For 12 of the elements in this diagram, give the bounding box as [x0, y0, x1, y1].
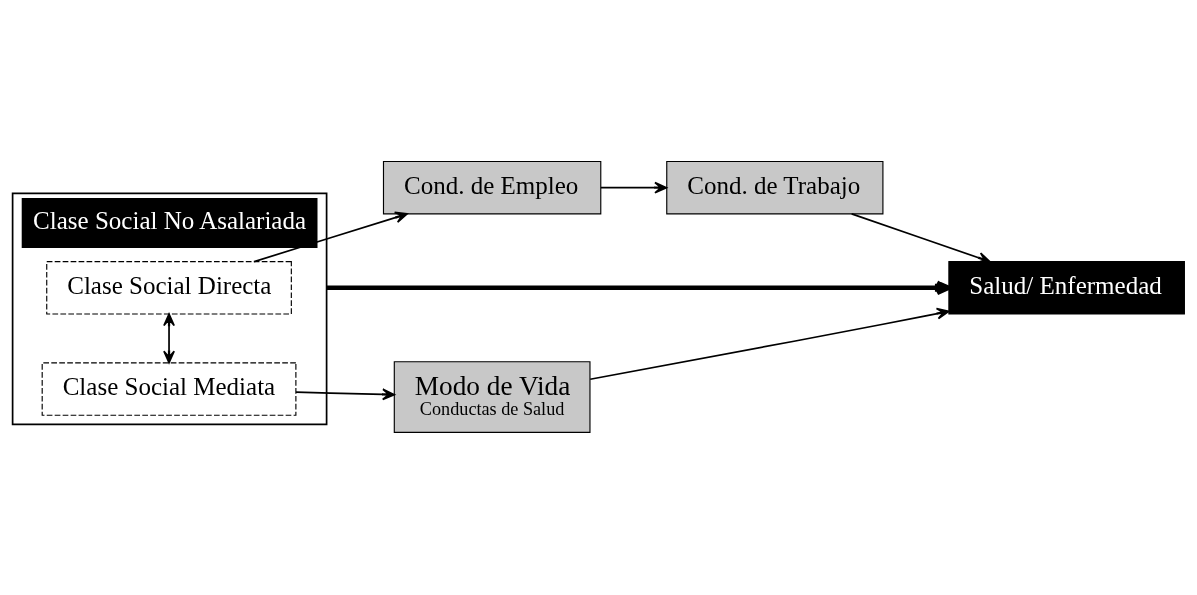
- arrow: [850, 213, 991, 264]
- node-box: Salud/ Enfermedad: [948, 261, 1185, 315]
- arrow: [326, 280, 952, 296]
- node-box: Clase Social Mediata: [41, 362, 297, 416]
- node-box: Cond. de Empleo: [382, 161, 602, 215]
- arrow: [600, 181, 668, 194]
- arrow: [295, 388, 396, 401]
- node-box: Clase Social Directa: [46, 261, 292, 315]
- node-box: Cond. de Trabajo: [666, 161, 884, 215]
- arrow: [163, 313, 175, 364]
- arrow: [589, 307, 950, 381]
- node-box: Modo de Vida Conductas de Salud: [393, 361, 591, 433]
